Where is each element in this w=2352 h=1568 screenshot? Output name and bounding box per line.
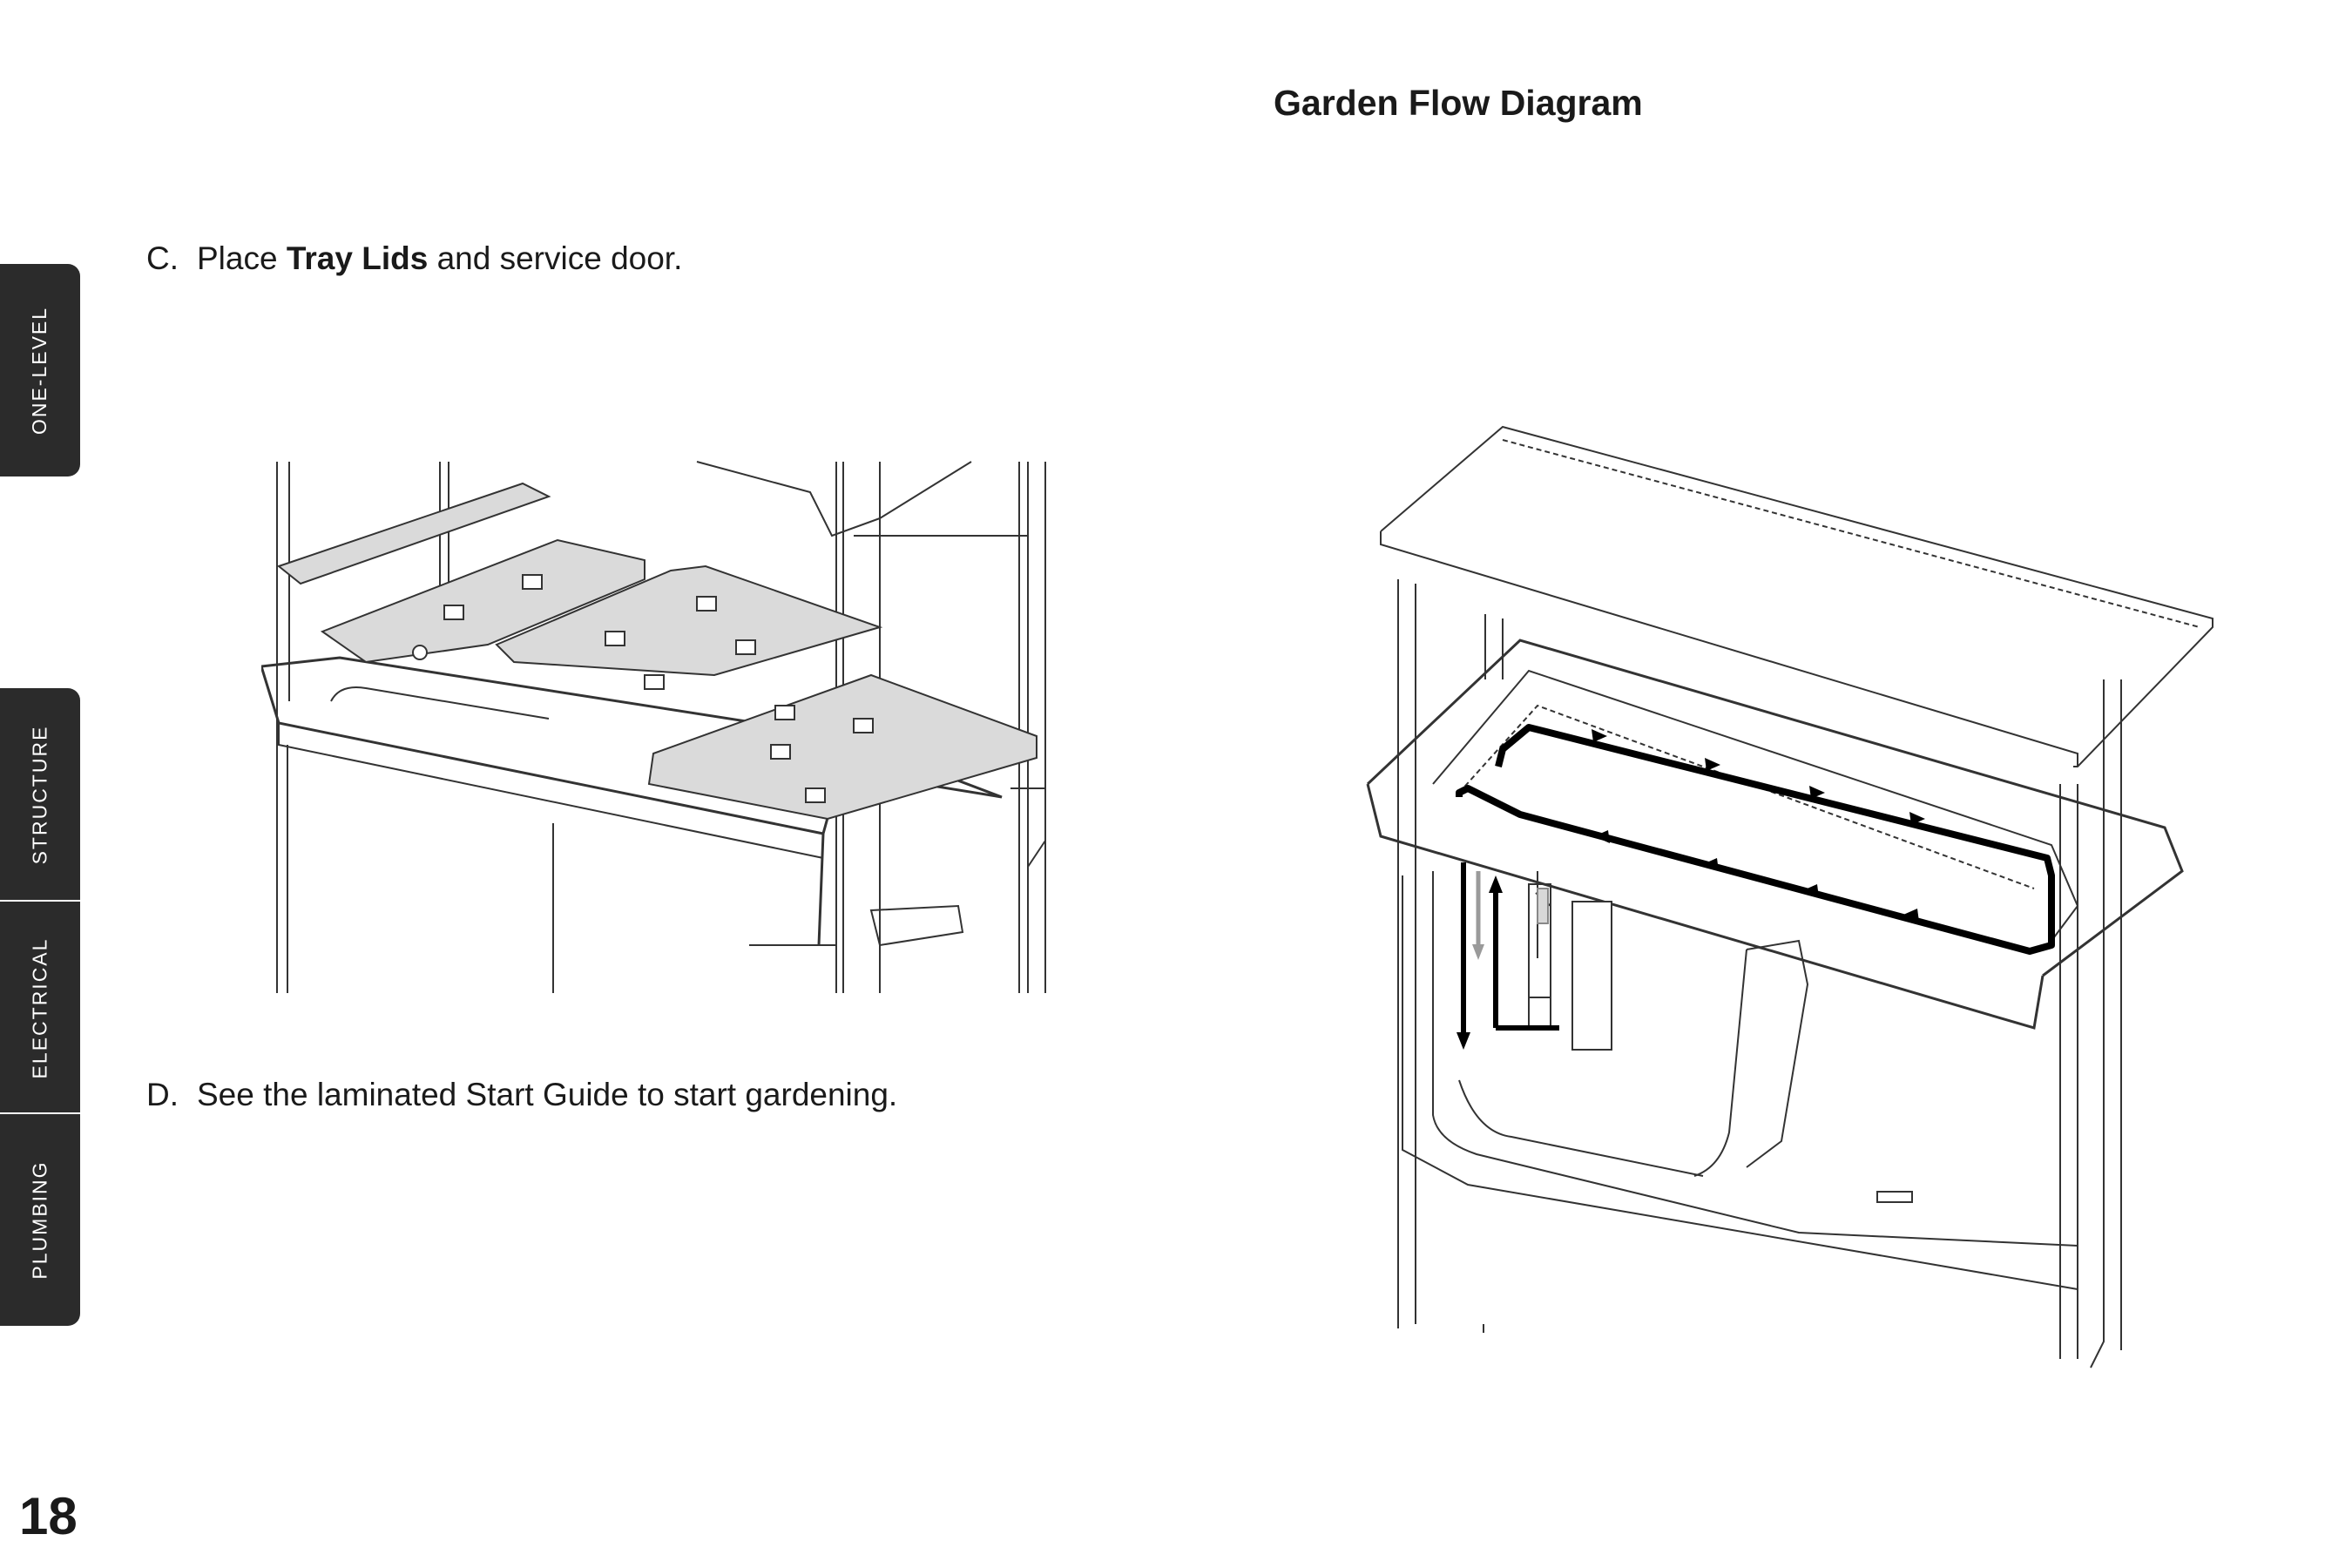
tab-group-sections bbox=[0, 688, 80, 1326]
page-number: 18 bbox=[19, 1487, 78, 1545]
tab-plumbing-label: PLUMBING bbox=[28, 1160, 51, 1280]
step-d: D. See the laminated Start Guide to start… bbox=[146, 1077, 897, 1113]
tab-structure[interactable]: STRUCTURE bbox=[0, 688, 80, 901]
step-c-text-before: Place bbox=[197, 240, 287, 276]
tab-structure-label: STRUCTURE bbox=[28, 725, 51, 864]
tab-divider bbox=[0, 900, 80, 902]
step-c-text-after: and service door. bbox=[428, 240, 683, 276]
step-c-letter: C. bbox=[146, 240, 179, 276]
step-c: C. Place Tray Lids and service door. bbox=[146, 240, 682, 277]
tab-divider bbox=[0, 1112, 80, 1114]
tab-one-level-label: ONE-LEVEL bbox=[28, 306, 51, 435]
step-d-text: See the laminated Start Guide to start g… bbox=[197, 1077, 898, 1112]
step-c-bold-term: Tray Lids bbox=[286, 240, 429, 276]
garden-flow-diagram bbox=[1366, 425, 2213, 1369]
step-d-letter: D. bbox=[146, 1077, 179, 1112]
diagram-title: Garden Flow Diagram bbox=[1274, 83, 1643, 123]
tab-electrical-label: ELECTRICAL bbox=[28, 937, 51, 1078]
tray-lids-illustration bbox=[261, 461, 1046, 993]
tab-electrical[interactable]: ELECTRICAL bbox=[0, 902, 80, 1114]
tab-plumbing[interactable]: PLUMBING bbox=[0, 1114, 80, 1326]
tab-one-level[interactable]: ONE-LEVEL bbox=[0, 264, 80, 476]
